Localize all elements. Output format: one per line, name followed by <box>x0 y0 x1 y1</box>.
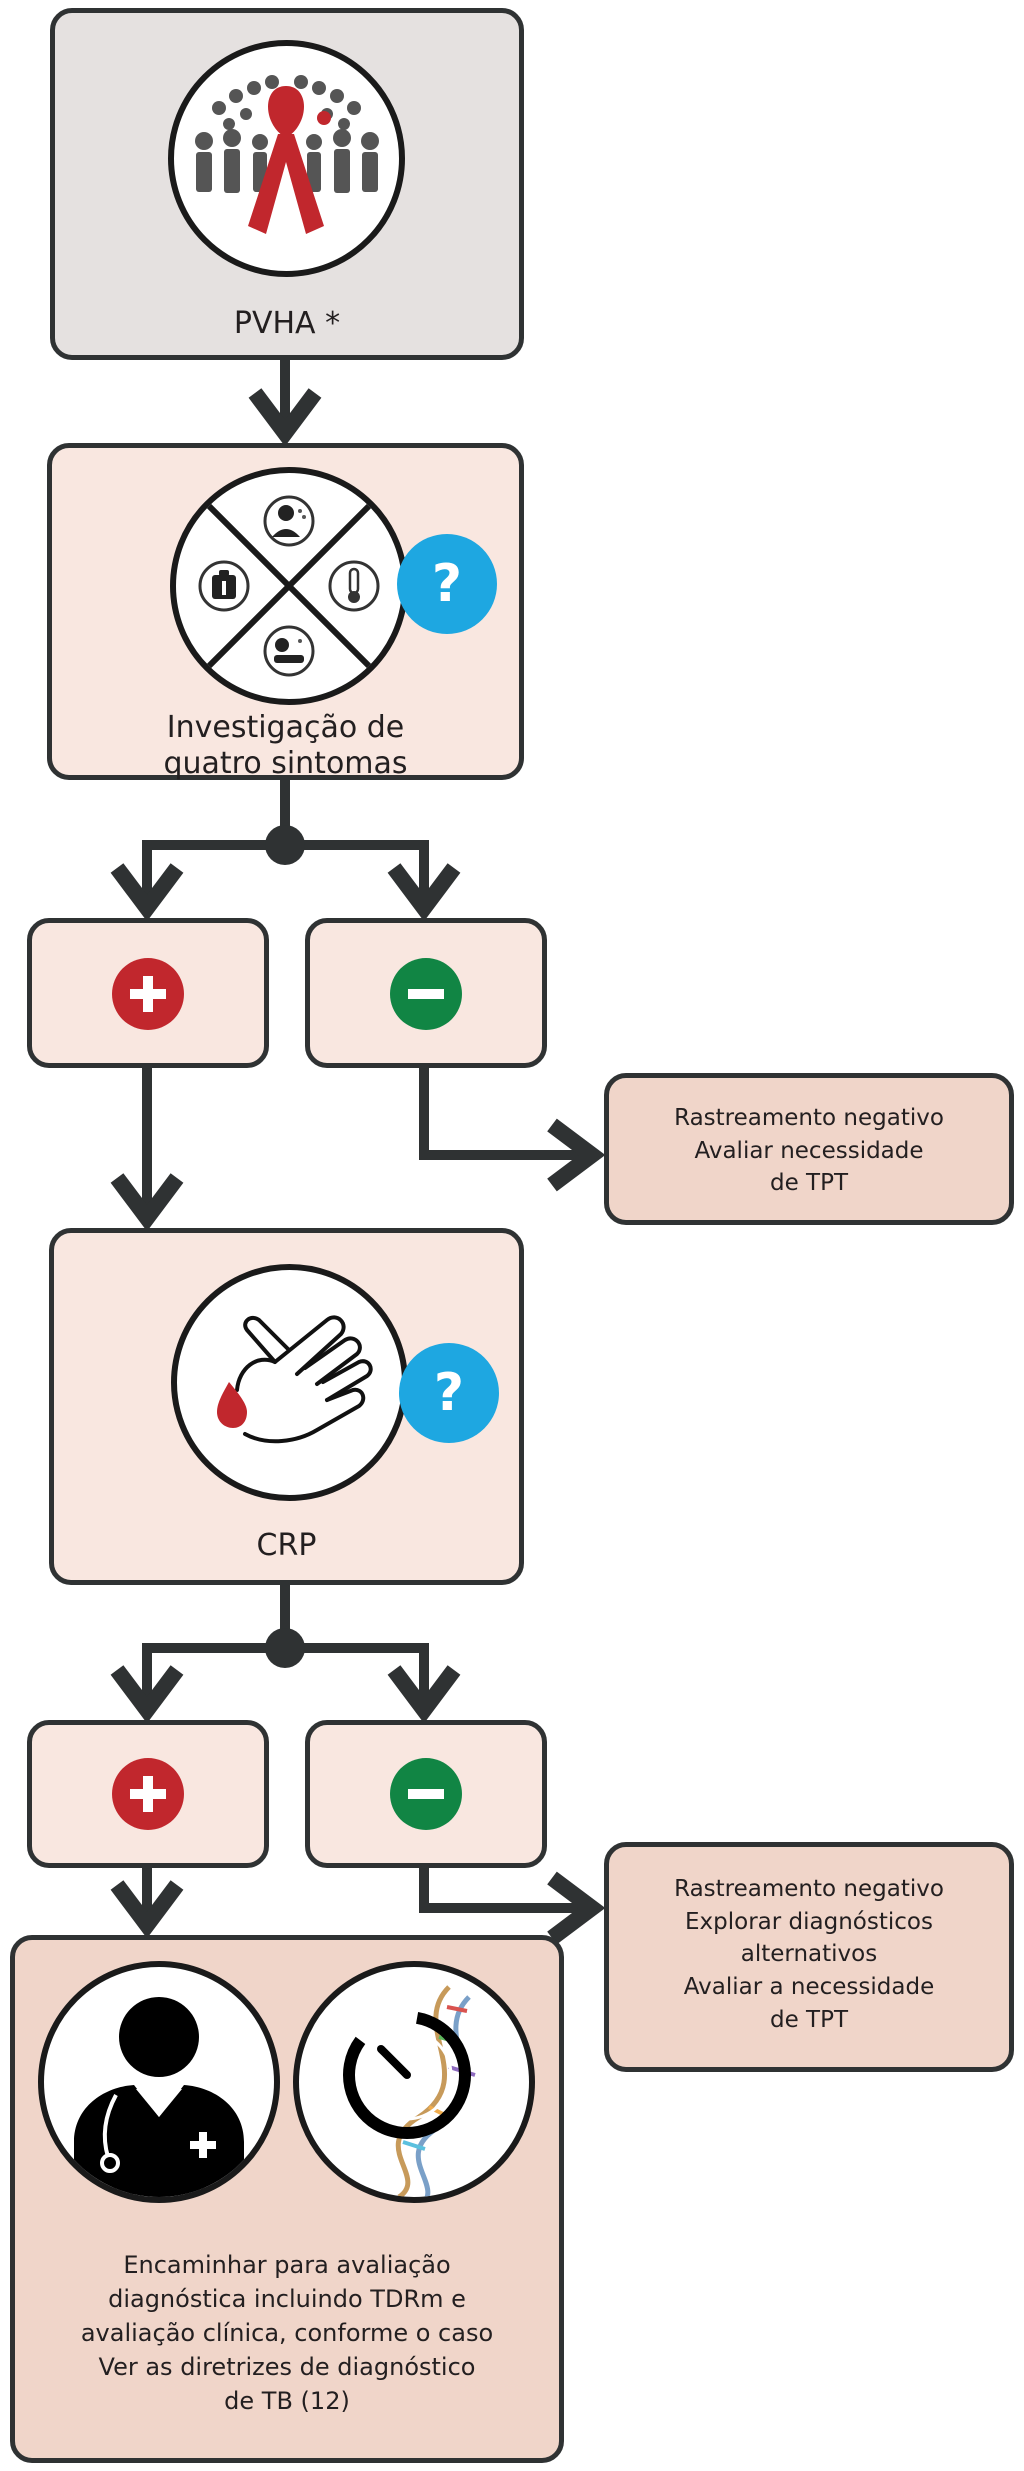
weight-loss-icon <box>198 560 250 612</box>
negative-outcome-1-text: Rastreamento negativo Avaliar necessidad… <box>674 1105 944 1197</box>
symptoms-help-icon[interactable]: ? <box>397 534 497 634</box>
negative-screening-outcome-2: Rastreamento negativo Explorar diagnósti… <box>604 1842 1014 2072</box>
positive-result-box-1 <box>27 918 269 1068</box>
negative-result-box-1 <box>305 918 547 1068</box>
negative-badge-icon <box>390 958 462 1030</box>
positive-badge-icon <box>112 958 184 1030</box>
symptom-screening-node: ? Investigação de quatro sintomas <box>47 443 524 781</box>
arrow-symptoms-to-positive <box>110 840 285 922</box>
negative-screening-outcome-1: Rastreamento negativo Avaliar necessidad… <box>604 1073 1014 1225</box>
positive-result-box-2 <box>27 1720 269 1868</box>
positive-badge-icon <box>112 1758 184 1830</box>
fever-thermometer-icon <box>328 560 380 612</box>
symptoms-label: Investigação de quatro sintomas <box>163 710 408 781</box>
doctor-icon <box>38 1961 280 2203</box>
people-ribbon-icon <box>168 40 405 277</box>
crp-label: CRP <box>256 1528 317 1563</box>
arrow-negative-to-result-1 <box>419 1068 606 1192</box>
negative-badge-icon <box>390 1758 462 1830</box>
arrow-crp-to-positive <box>110 1643 285 1724</box>
junction-dot-1 <box>265 825 305 865</box>
negative-result-box-2 <box>305 1720 547 1868</box>
junction-dot-2 <box>265 1628 305 1668</box>
cough-icon <box>263 495 315 547</box>
negative-outcome-2-text: Rastreamento negativo Explorar diagnósti… <box>674 1876 944 2033</box>
four-symptoms-icon <box>170 467 408 705</box>
arrow-negative-to-result-2 <box>419 1868 606 1945</box>
diagnostic-referral-node: Encaminhar para avaliação diagnóstica in… <box>10 1935 564 2463</box>
night-sweat-icon <box>263 625 315 677</box>
dna-test-icon <box>293 1961 535 2203</box>
crp-help-icon[interactable]: ? <box>399 1343 499 1443</box>
pvha-label: PVHA * <box>233 306 341 341</box>
referral-text: Encaminhar para avaliação diagnóstica in… <box>80 2251 494 2416</box>
arrow-crp-to-negative <box>285 1643 461 1724</box>
crp-node: ? CRP <box>49 1228 524 1585</box>
arrow-symptoms-to-negative <box>285 840 461 922</box>
finger-prick-blood-icon <box>171 1264 408 1501</box>
pvha-node: PVHA * <box>50 8 524 360</box>
